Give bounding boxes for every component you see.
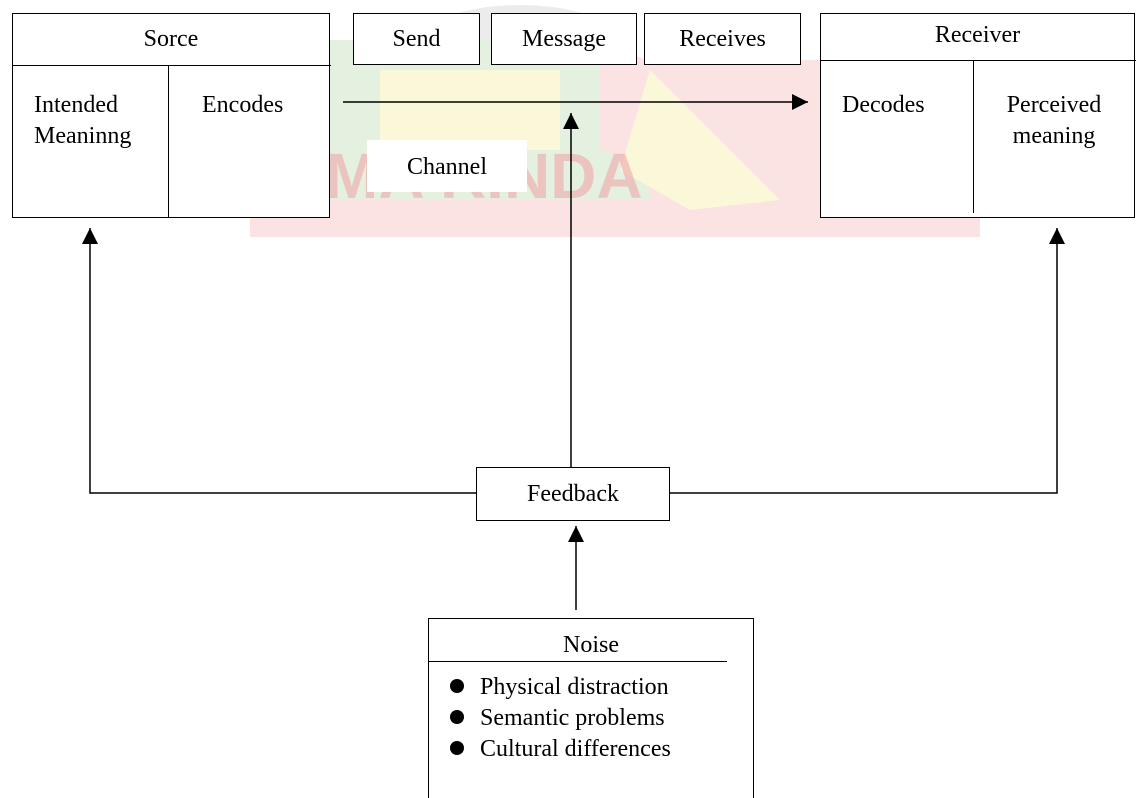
- receiver-decodes: Decodes: [842, 92, 925, 118]
- feedback-box: [476, 467, 670, 521]
- list-item: Semantic problems: [450, 703, 671, 734]
- source-column-divider: [168, 66, 169, 218]
- noise-title: Noise: [563, 632, 619, 658]
- receiver-box: [820, 13, 1136, 218]
- noise-header-divider: [429, 661, 727, 662]
- receiver-column-divider: [973, 61, 974, 213]
- noise-list: Physical distraction Semantic problems C…: [450, 672, 671, 765]
- source-encodes: Encodes: [202, 92, 284, 118]
- send-label: Send: [392, 26, 441, 52]
- feedback-to-source-line: [82, 228, 476, 494]
- noise-item-label: Semantic problems: [480, 705, 665, 731]
- receiver-header-divider: [821, 60, 1136, 61]
- source-title: Sorce: [143, 26, 199, 52]
- list-item: Cultural differences: [450, 734, 671, 765]
- feedback-to-receiver-line: [670, 228, 1065, 494]
- bullet-icon: [450, 741, 464, 755]
- noise-box: [428, 618, 754, 798]
- message-box: [491, 13, 637, 65]
- list-item: Physical distraction: [450, 672, 671, 703]
- message-label: Message: [522, 26, 606, 52]
- source-header-divider: [13, 65, 331, 66]
- bullet-icon: [450, 679, 464, 693]
- noise-item-label: Physical distraction: [480, 674, 669, 700]
- receives-box: [644, 13, 801, 65]
- feedback-label: Feedback: [527, 481, 619, 507]
- source-box: [12, 13, 331, 218]
- receives-label: Receives: [679, 26, 766, 52]
- bullet-icon: [450, 710, 464, 724]
- channel-label: Channel: [367, 140, 527, 192]
- noise-item-label: Cultural differences: [480, 736, 671, 762]
- receiver-perceived-meaning: Perceived meaning: [1006, 92, 1102, 149]
- receiver-title: Receiver: [934, 22, 1021, 48]
- send-box: [353, 13, 480, 65]
- source-intended-meaning: Intended Meaninng: [34, 92, 132, 149]
